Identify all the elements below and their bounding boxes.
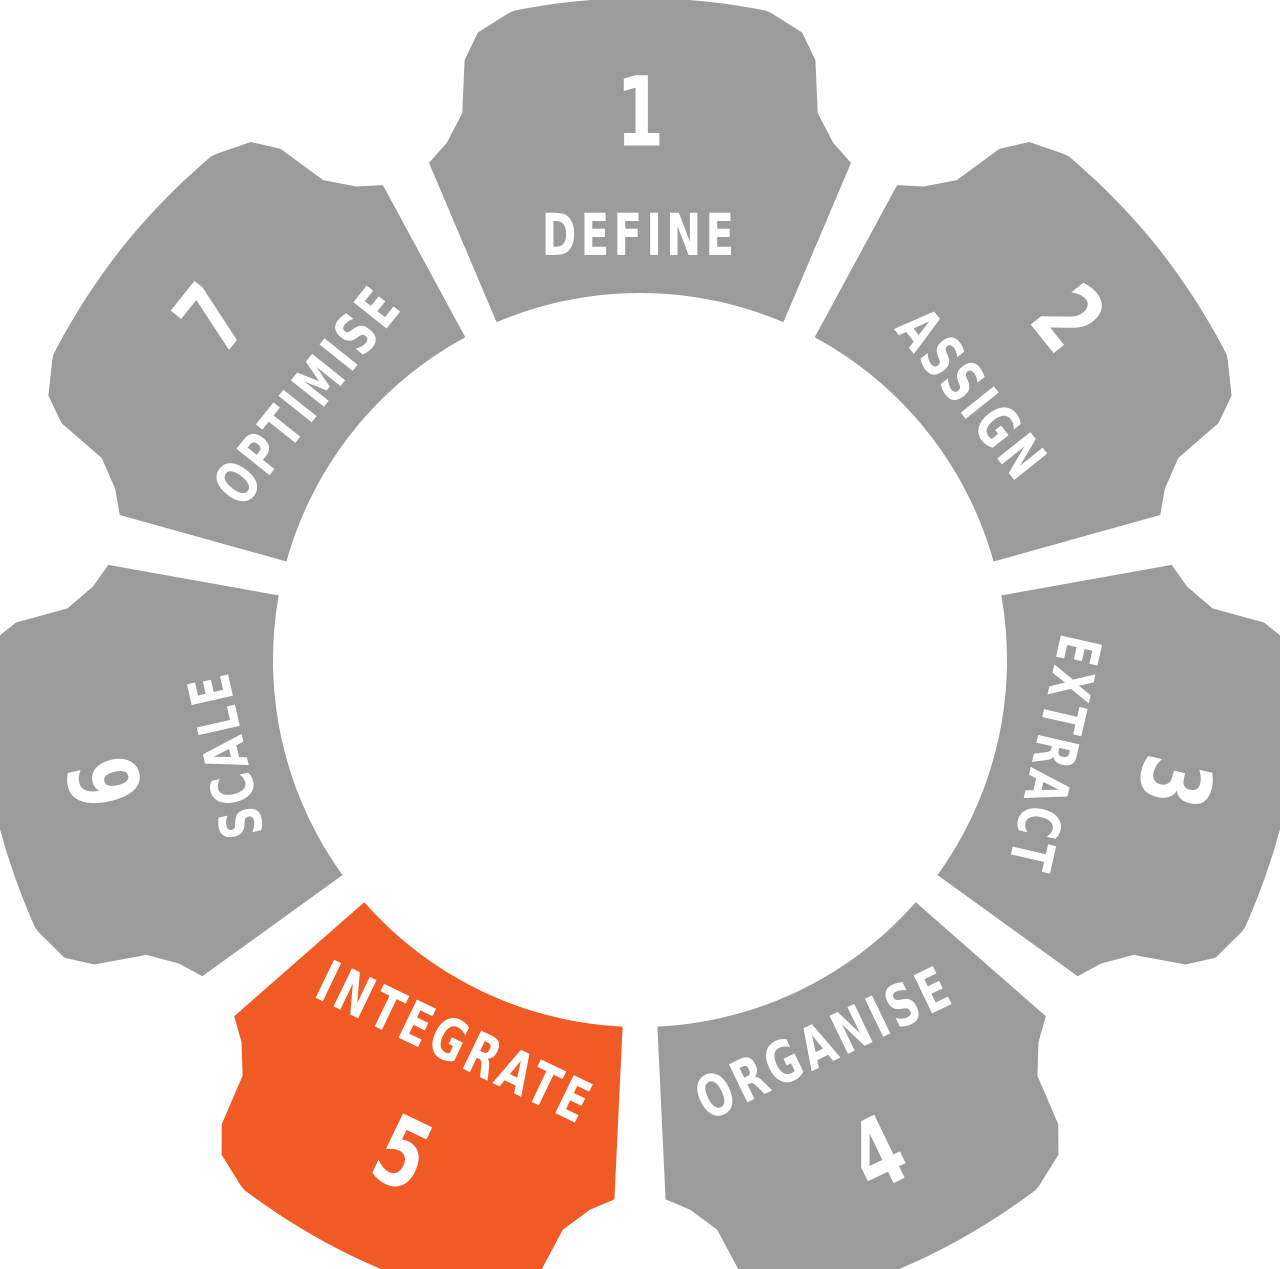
segment-shape	[429, 0, 851, 323]
segment-shape	[657, 902, 1059, 1269]
step-label: DEFINE	[542, 201, 739, 269]
segment-shape	[814, 142, 1232, 562]
step-number: 1	[616, 56, 664, 168]
segment-shape	[48, 142, 466, 562]
segment-shape	[221, 902, 623, 1269]
segment-shape	[0, 564, 343, 977]
segment-shape	[937, 564, 1280, 977]
